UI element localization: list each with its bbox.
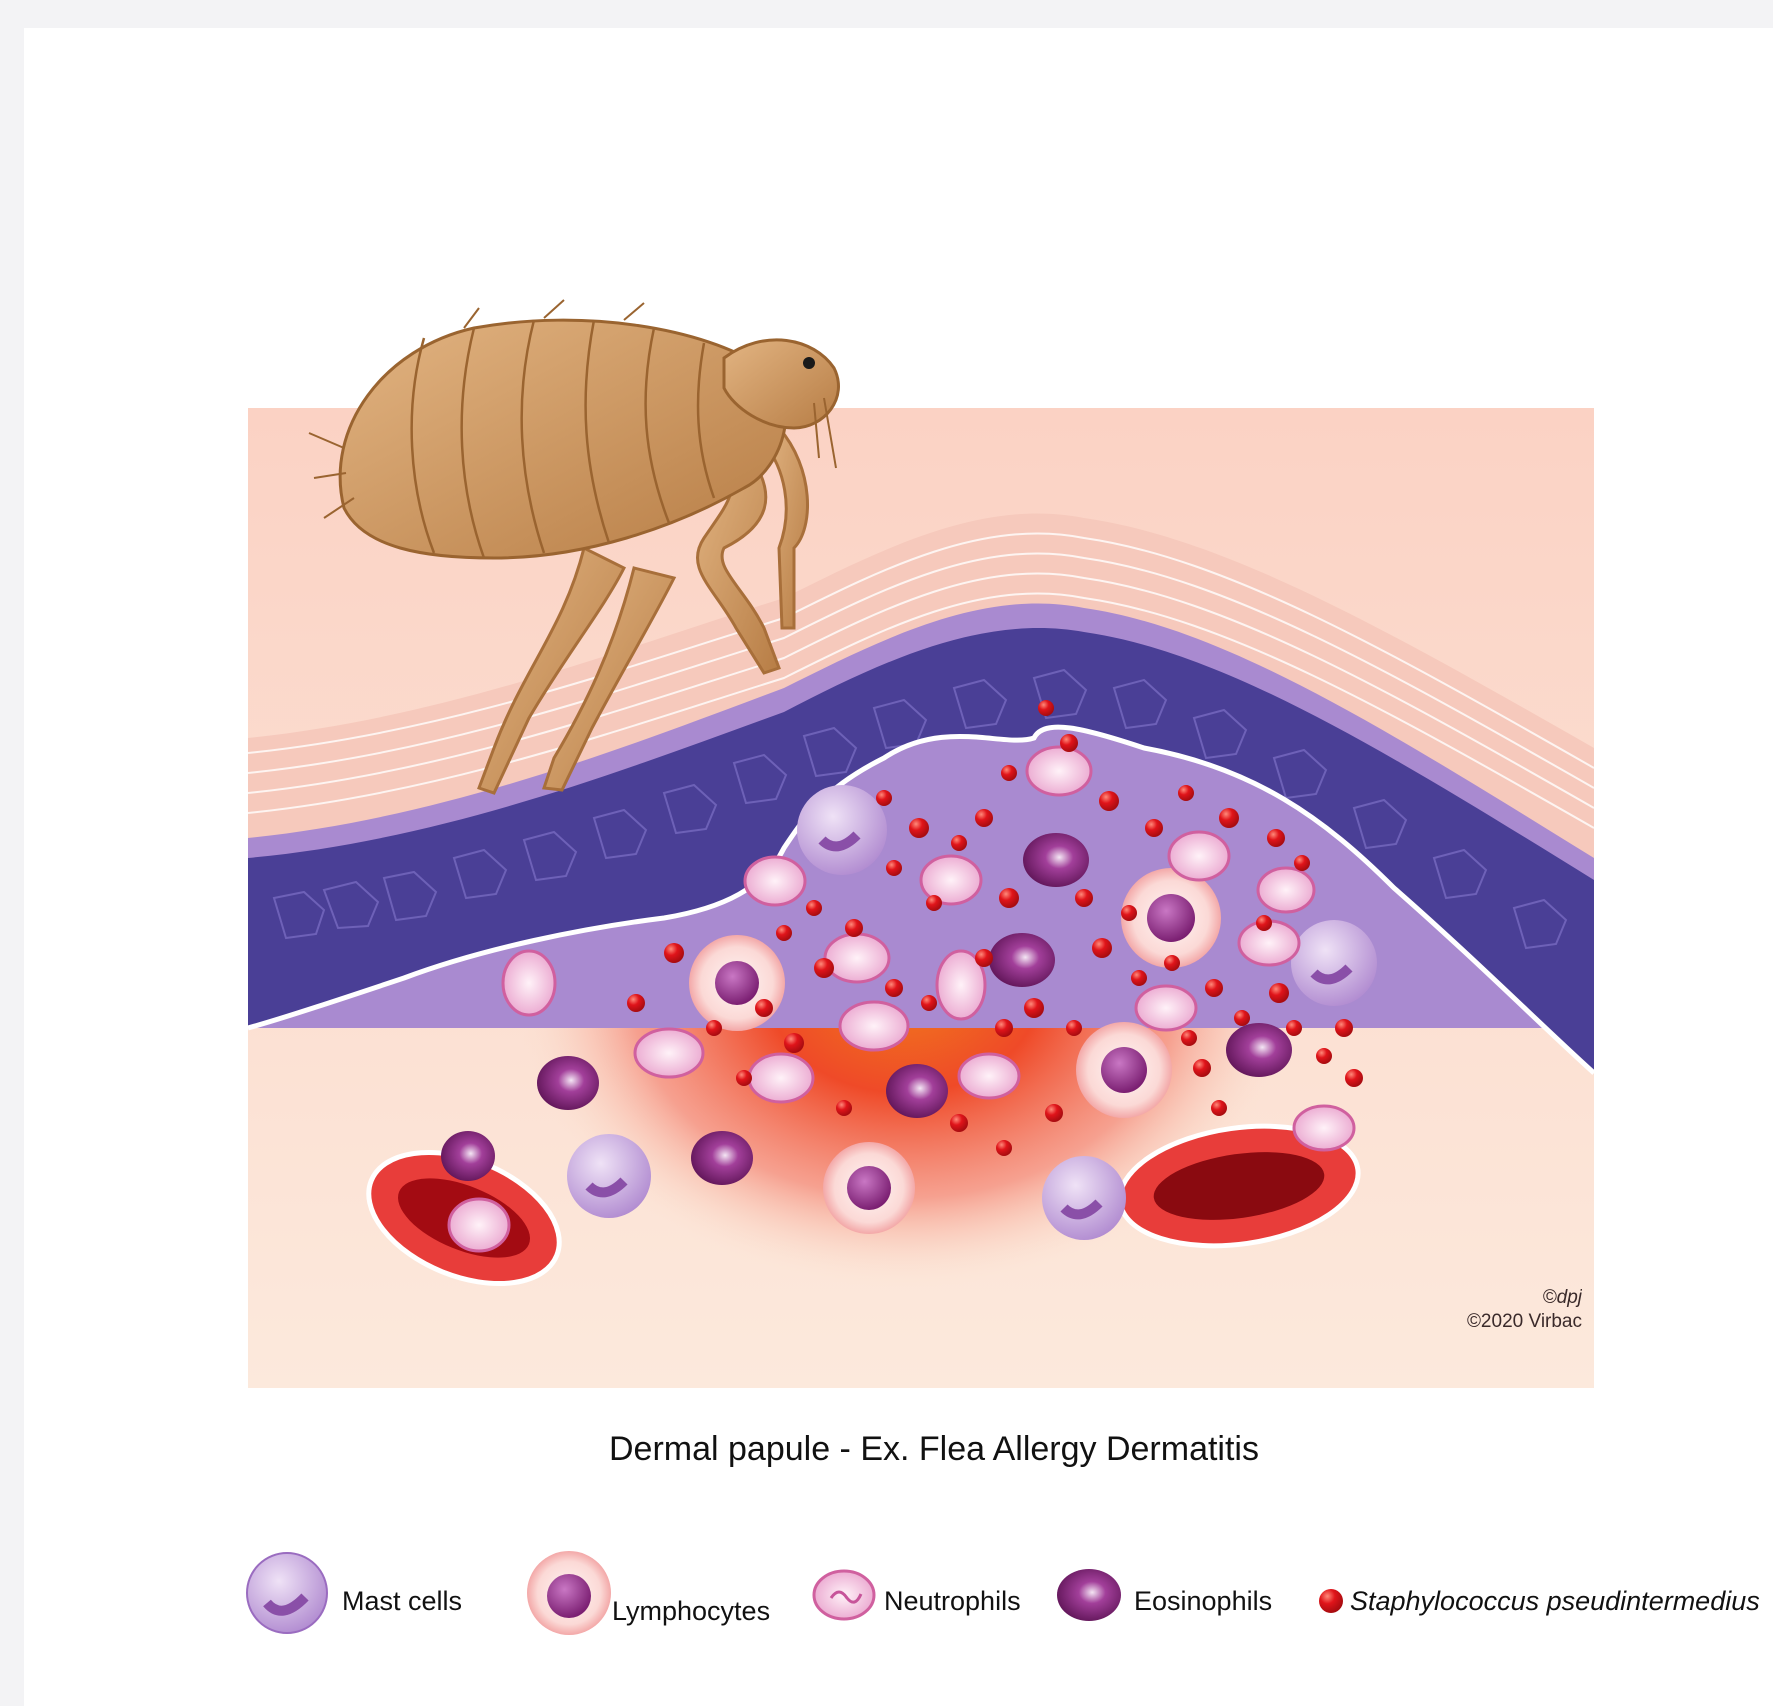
lymphocyte-icon [524, 1548, 614, 1638]
legend-label-neutrophils: Neutrophils [884, 1586, 1021, 1617]
mast-cell-icon [242, 1548, 332, 1638]
dermal-papule-illustration: ©dpj ©2020 Virbac [24, 28, 1773, 1428]
staphylococcus-icon [1316, 1586, 1346, 1616]
legend-label-mast-cells: Mast cells [342, 1586, 462, 1617]
legend-label-eosinophils: Eosinophils [1134, 1586, 1272, 1617]
eosinophil-icon [1054, 1560, 1124, 1630]
legend-label-staphylococcus: Staphylococcus pseudintermedius [1350, 1586, 1760, 1617]
artist-credit: ©dpj [1394, 1286, 1582, 1310]
legend-label-lymphocytes: Lymphocytes [612, 1596, 770, 1627]
copyright-credit: ©2020 Virbac [1394, 1310, 1582, 1334]
legend: Mast cells Lymphocytes Neutrophils Eosin… [24, 1548, 1773, 1668]
neutrophil-icon [809, 1560, 879, 1630]
credits-box: ©dpj ©2020 Virbac [1394, 1286, 1582, 1346]
diagram-page: ©dpj ©2020 Virbac [24, 28, 1773, 1706]
figure-caption: Dermal papule - Ex. Flea Allergy Dermati… [24, 1430, 1773, 1469]
